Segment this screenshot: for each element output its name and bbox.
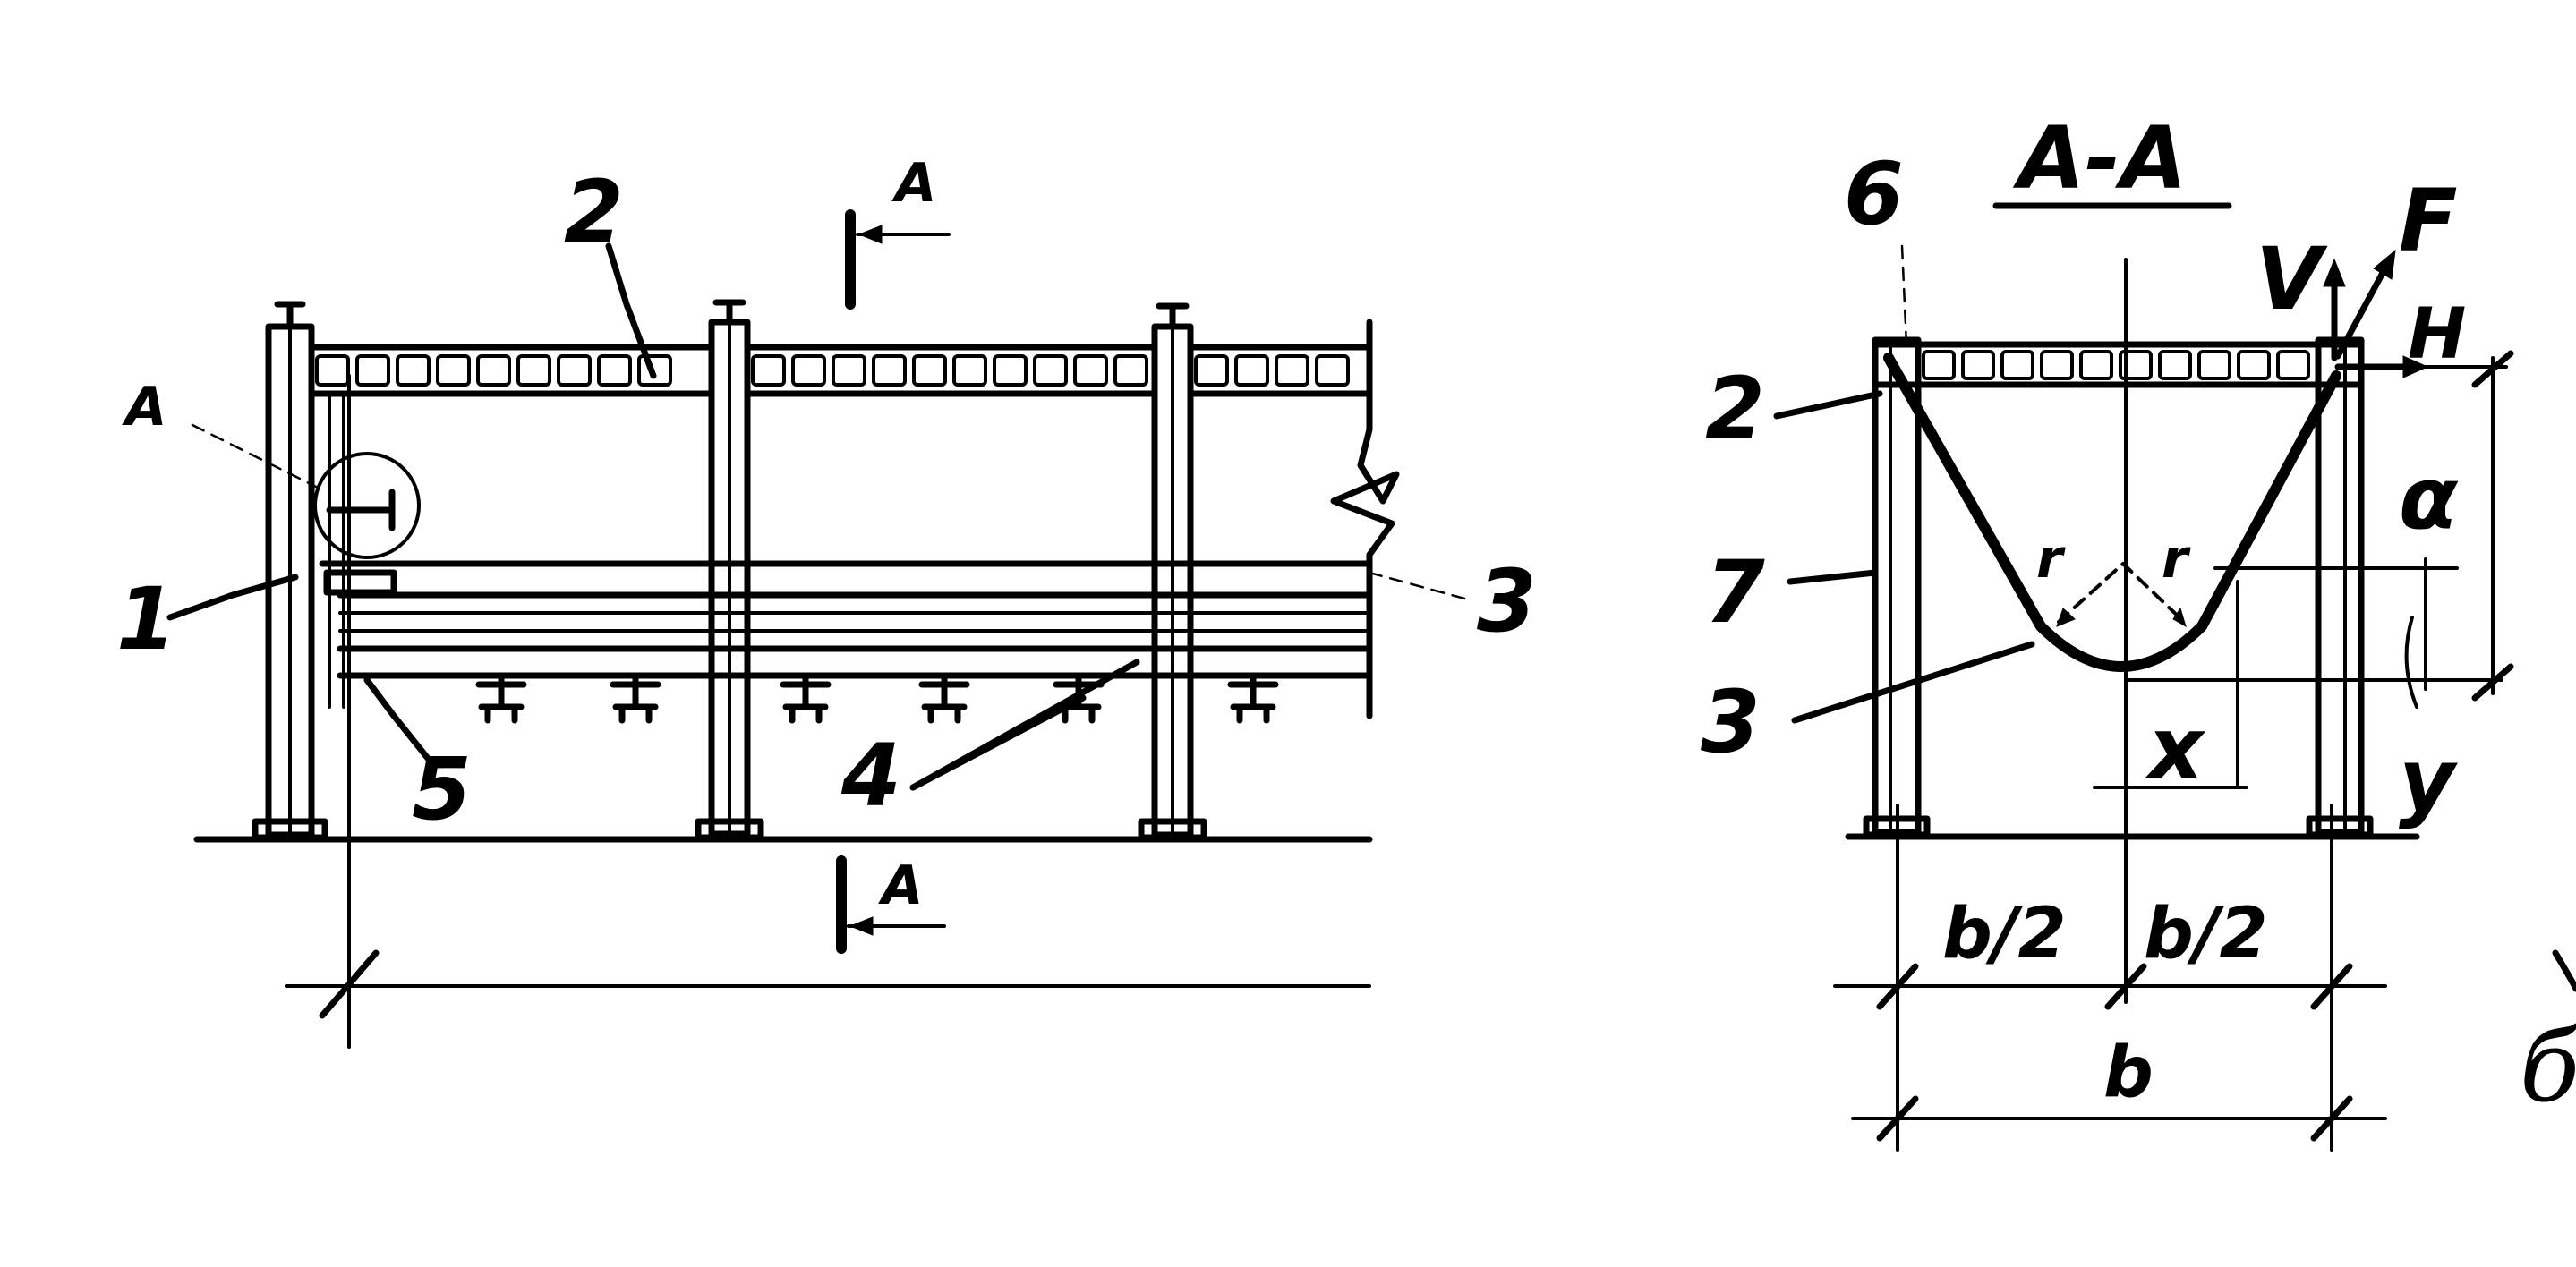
leader-s3 bbox=[1791, 641, 2035, 724]
support bbox=[918, 672, 970, 724]
column-middle bbox=[695, 299, 764, 841]
label-x: x bbox=[2145, 699, 2206, 799]
truss-panel bbox=[912, 354, 947, 387]
left-view: 2 1 5 4 3 A A A bbox=[116, 152, 1537, 1049]
leader-3 bbox=[1368, 571, 1470, 601]
section-title: A-A bbox=[2012, 108, 2187, 208]
truss-panels bbox=[315, 354, 1350, 387]
label-2: 2 bbox=[564, 162, 624, 262]
truss-panel bbox=[315, 354, 350, 387]
truss-panel bbox=[832, 354, 866, 387]
force-f bbox=[2334, 256, 2393, 360]
truss-panel bbox=[637, 354, 672, 387]
support bbox=[475, 672, 527, 724]
truss-panel bbox=[751, 354, 786, 387]
truss-panel bbox=[2237, 350, 2271, 380]
truss-panel bbox=[436, 354, 471, 387]
label-section-top: A bbox=[891, 152, 936, 215]
support bbox=[610, 672, 661, 724]
label-4: 4 bbox=[840, 726, 901, 826]
label-detail-a: A bbox=[122, 376, 166, 438]
truss-panel bbox=[516, 354, 551, 387]
truss-panel bbox=[2000, 350, 2034, 380]
conveyor-belt bbox=[319, 560, 1373, 679]
label-r1: r bbox=[2036, 528, 2066, 591]
truss-panel bbox=[2119, 350, 2153, 380]
leader-5 bbox=[363, 676, 433, 764]
detail-circle bbox=[313, 452, 421, 559]
section-beam-panels bbox=[1922, 350, 2310, 380]
column-right bbox=[1138, 302, 1207, 841]
column-base bbox=[252, 818, 328, 841]
leader-s6 bbox=[1900, 244, 1908, 346]
truss-panel bbox=[1275, 354, 1309, 387]
leader-4b bbox=[909, 694, 1087, 791]
label-alpha: α bbox=[2399, 448, 2459, 548]
label-5: 5 bbox=[412, 739, 472, 839]
roof-truss bbox=[308, 344, 1373, 397]
dimension-tick bbox=[319, 949, 380, 1019]
label-half-b-right: b/2 bbox=[2144, 894, 2268, 974]
section-column-left bbox=[1872, 336, 1922, 836]
truss-panel bbox=[1113, 354, 1148, 387]
truss-panel bbox=[1033, 354, 1068, 387]
truss-panel bbox=[1234, 354, 1269, 387]
label-b: b bbox=[2103, 1033, 2154, 1113]
truss-panel bbox=[993, 354, 1028, 387]
truss-panel bbox=[1194, 354, 1229, 387]
truss-panel bbox=[1922, 350, 1956, 380]
truss-panel bbox=[2276, 350, 2310, 380]
truss-panel bbox=[2079, 350, 2113, 380]
truss-panel bbox=[2040, 350, 2074, 380]
label-s7: 7 bbox=[1705, 542, 1765, 642]
break-mark bbox=[1330, 319, 1400, 719]
label-s6: 6 bbox=[1844, 144, 1904, 244]
label-v: V bbox=[2256, 229, 2328, 329]
label-3: 3 bbox=[1477, 551, 1537, 651]
figure-label: б bbox=[2520, 1009, 2576, 1124]
truss-panel bbox=[1961, 350, 1995, 380]
column-base bbox=[695, 818, 764, 841]
truss-panel bbox=[872, 354, 907, 387]
right-view: A-A bbox=[1701, 108, 2514, 1152]
leader-2 bbox=[605, 242, 657, 379]
support bbox=[1227, 672, 1279, 724]
column-base bbox=[1138, 818, 1207, 841]
truss-panel bbox=[2197, 350, 2231, 380]
label-1: 1 bbox=[116, 569, 176, 669]
label-y: y bbox=[2399, 730, 2458, 830]
label-s2: 2 bbox=[1705, 359, 1765, 459]
truss-panel bbox=[476, 354, 511, 387]
support bbox=[780, 672, 832, 724]
label-s3: 3 bbox=[1701, 672, 1761, 772]
truss-panel bbox=[557, 354, 592, 387]
label-half-b-left: b/2 bbox=[1942, 894, 2067, 974]
truss-panel bbox=[396, 354, 431, 387]
truss-panel bbox=[952, 354, 987, 387]
label-r2: r bbox=[2162, 528, 2191, 591]
truss-panel bbox=[791, 354, 826, 387]
label-f: F bbox=[2399, 171, 2458, 271]
truss-panel bbox=[1073, 354, 1108, 387]
label-h: H bbox=[2408, 294, 2466, 375]
leader-s2 bbox=[1773, 390, 1883, 420]
label-section-bottom: A bbox=[878, 855, 923, 917]
truss-panel bbox=[597, 354, 632, 387]
leader-s7 bbox=[1787, 569, 1879, 585]
belt-curve bbox=[1883, 353, 2341, 672]
leader-1 bbox=[166, 574, 299, 621]
truss-panel bbox=[2158, 350, 2192, 380]
truss-panel bbox=[1315, 354, 1350, 387]
truss-panel bbox=[355, 354, 390, 387]
radius-lines bbox=[2057, 562, 2186, 624]
section-column-right bbox=[2315, 336, 2365, 836]
